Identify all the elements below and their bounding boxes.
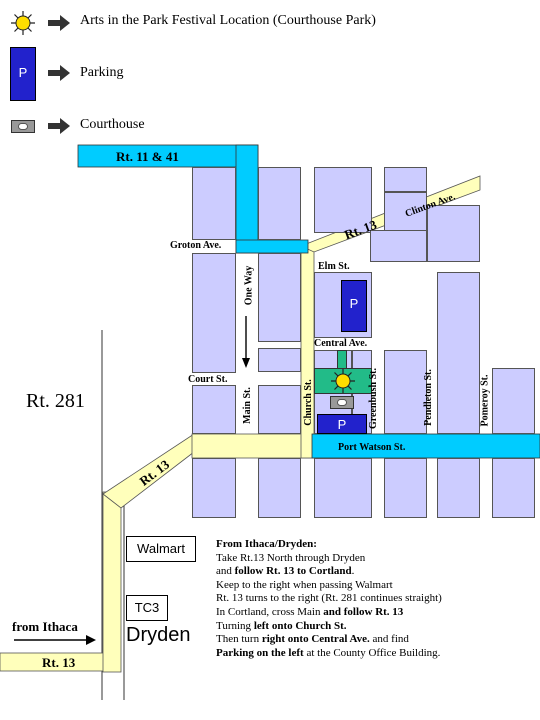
city-block [258, 348, 301, 372]
road-label-court-st: Court St. [188, 374, 228, 385]
directions-line: Take Rt.13 North through Dryden [216, 551, 366, 564]
parking-lot-port-watson: P [317, 414, 367, 434]
legend: Arts in the Park Festival Location (Cour… [0, 0, 540, 140]
city-block [384, 458, 427, 518]
tc3-label: TC3 [134, 600, 160, 615]
directions-line: Turning left onto Church St. [216, 619, 347, 632]
parking-symbol: P [18, 65, 28, 80]
walmart-label: Walmart [137, 541, 185, 556]
road-label-main-st: Main St. [241, 387, 253, 424]
arrow-down-icon [242, 316, 250, 368]
arrow-right-icon [48, 65, 70, 81]
city-block [437, 272, 480, 434]
city-block [384, 167, 427, 192]
road-label-rt281: Rt. 281 [26, 390, 85, 412]
tc3-box: TC3 [126, 595, 168, 621]
city-block [192, 458, 236, 518]
sun-icon [11, 11, 35, 35]
city-block [192, 385, 236, 434]
legend-festival-label: Arts in the Park Festival Location (Cour… [80, 13, 376, 28]
dryden-label: Dryden [126, 624, 191, 646]
directions: From Ithaca/Dryden: Take Rt.13 North thr… [216, 538, 442, 660]
directions-line: Then turn right onto Central Ave. and fi… [216, 633, 409, 646]
road-label-rt13-bottom: Rt. 13 [42, 655, 76, 670]
road-label-one-way: One Way [243, 265, 255, 306]
city-block [437, 458, 480, 518]
courthouse-icon [330, 396, 354, 409]
road-label-port-watson-st: Port Watson St. [338, 442, 406, 453]
road-label-church-st: Church St. [302, 379, 314, 426]
parking-symbol: P [349, 296, 359, 311]
city-block [427, 205, 480, 262]
parking-lot-county-office: P [341, 280, 367, 332]
directions-line: and follow Rt. 13 to Cortland. [216, 565, 355, 578]
city-block [314, 458, 372, 518]
city-block [384, 350, 427, 434]
sun-icon [331, 369, 355, 393]
road-label-rt11-41: Rt. 11 & 41 [116, 149, 179, 164]
city-block [258, 458, 301, 518]
road-label-pomeroy-st: Pomeroy St. [479, 374, 491, 427]
city-block [314, 167, 372, 233]
city-block [370, 230, 427, 262]
walmart-box: Walmart [126, 536, 196, 562]
directions-line: Rt. 13 turns to the right (Rt. 281 conti… [216, 592, 442, 605]
city-block [492, 458, 535, 518]
parking-icon: P [10, 47, 36, 101]
city-block [258, 385, 301, 434]
directions-line: Parking on the left at the County Office… [216, 646, 441, 659]
road-label-central-ave: Central Ave. [314, 338, 368, 349]
road-label-elm-st: Elm St. [318, 261, 350, 272]
legend-courthouse-label: Courthouse [80, 117, 145, 132]
directions-line: Keep to the right when passing Walmart [216, 578, 393, 591]
city-block [192, 253, 236, 373]
city-block [258, 253, 301, 342]
directions-line: In Cortland, cross Main and follow Rt. 1… [216, 605, 404, 618]
park-path [337, 350, 347, 370]
road-label-pendleton-st: Pendleton St. [422, 369, 434, 426]
city-block [492, 368, 535, 434]
arrow-right-icon [14, 635, 96, 645]
legend-parking-label: Parking [80, 65, 124, 80]
parking-symbol: P [337, 417, 347, 432]
from-ithaca-label: from Ithaca [12, 619, 78, 634]
city-block [192, 167, 236, 240]
city-block [384, 192, 427, 232]
arrow-right-icon [48, 15, 70, 31]
courthouse-icon [11, 120, 35, 133]
arrow-right-icon [48, 118, 70, 134]
road-label-greenbush-st: Greenbush St. [367, 368, 379, 429]
directions-heading: From Ithaca/Dryden: [216, 538, 317, 550]
city-block [258, 167, 301, 240]
road-label-groton-ave: Groton Ave. [170, 240, 222, 251]
